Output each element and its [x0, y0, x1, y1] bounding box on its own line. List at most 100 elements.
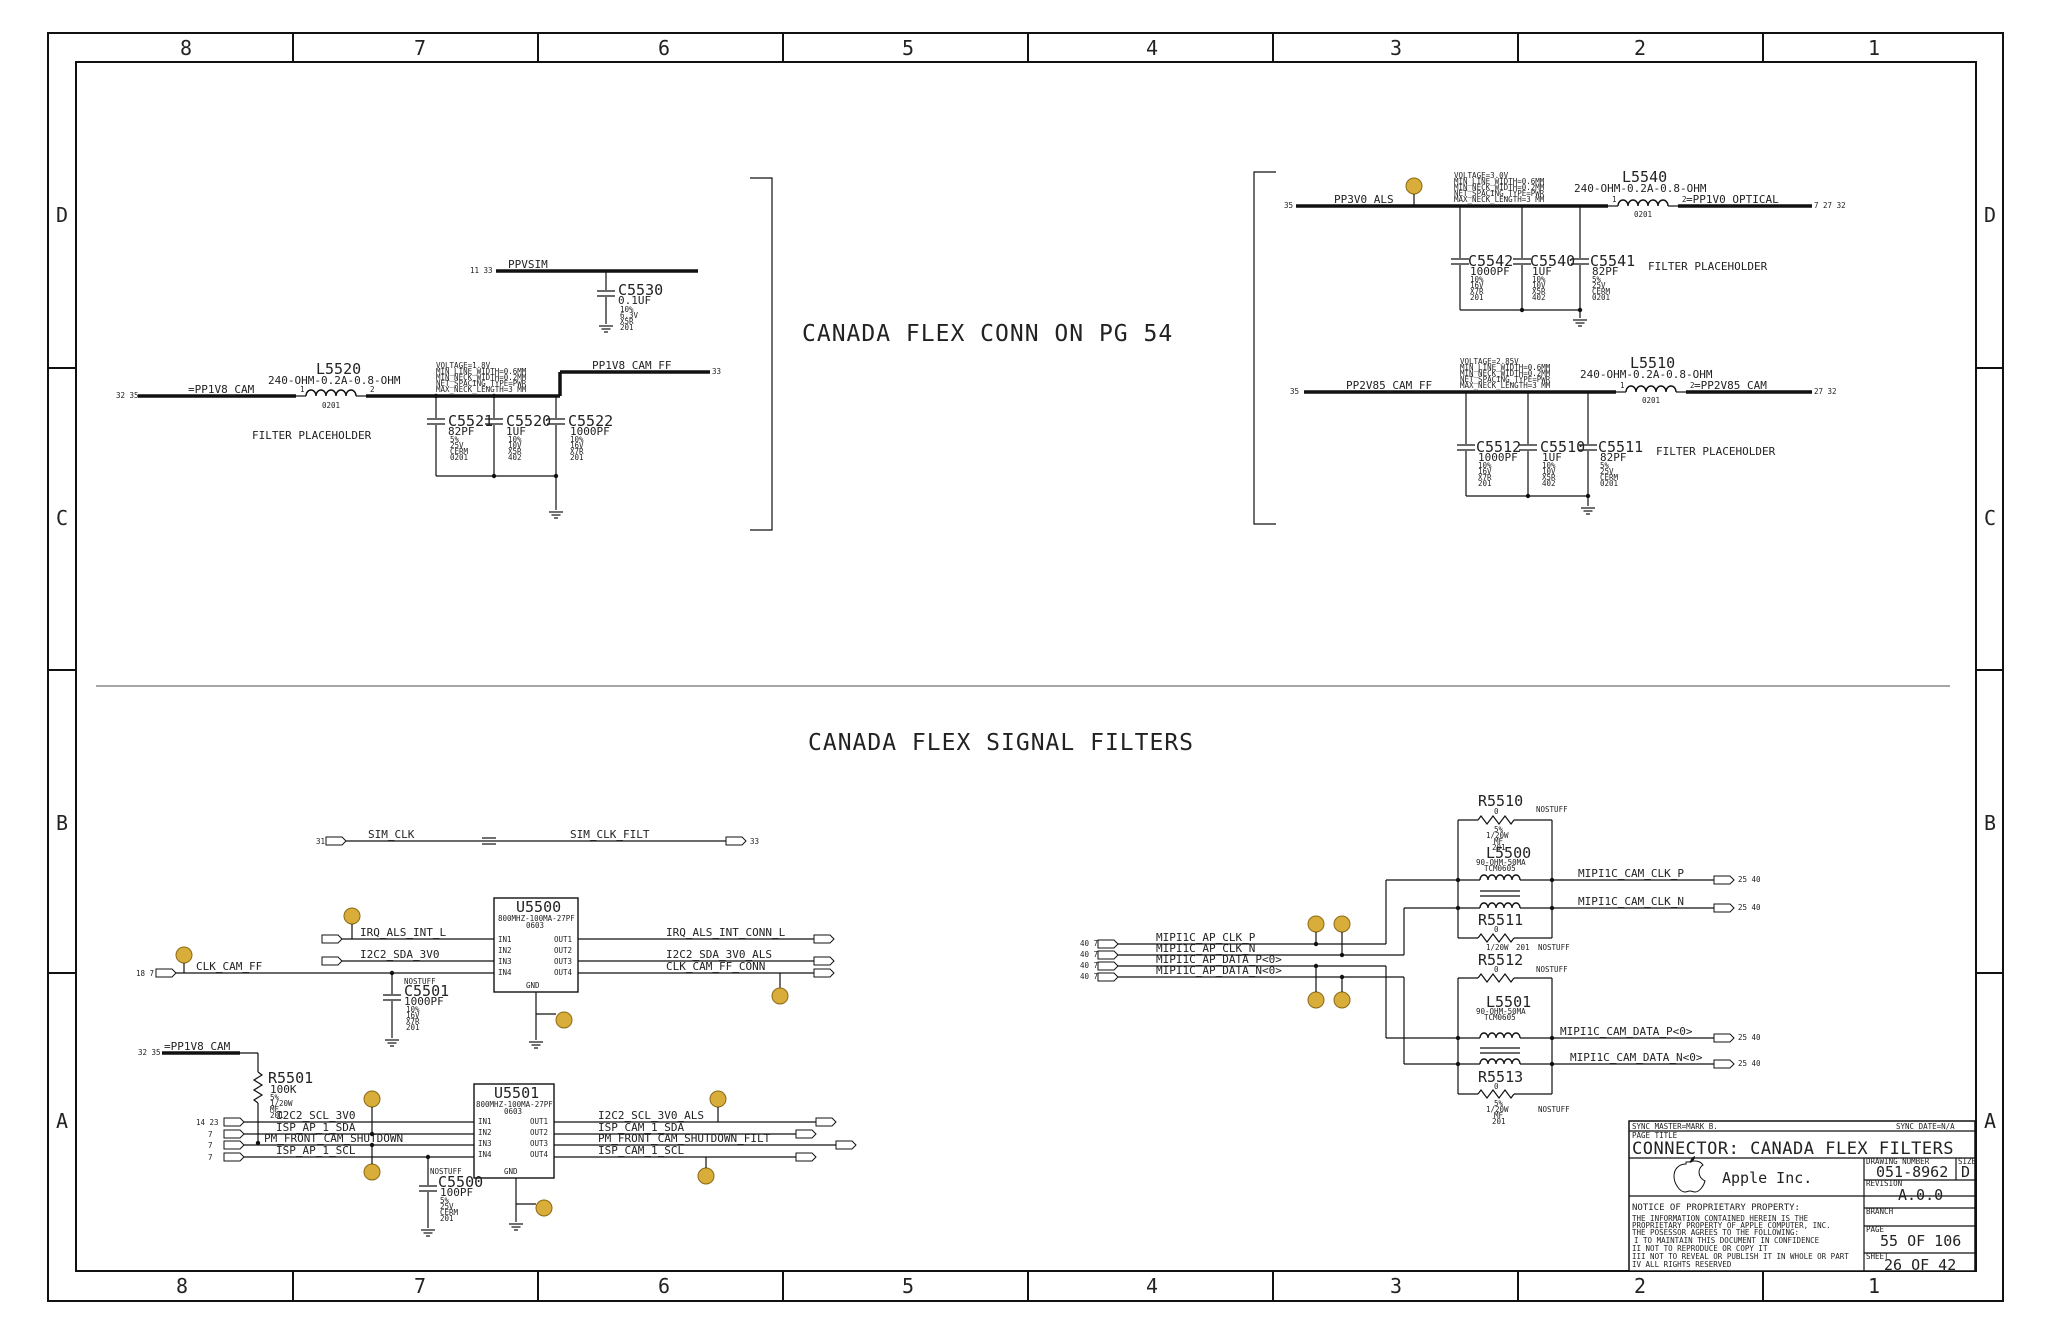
r5513-size: 201 [1492, 1117, 1506, 1126]
net-mipi-ap-clk-n: MIPI1C_AP_CLK_N [1156, 942, 1255, 955]
c5540-tol: 10% [1532, 275, 1546, 284]
l5510-value: 240-OHM-0.2A-0.8-OHM [1580, 368, 1713, 381]
tb-page: 55 OF 106 [1880, 1232, 1961, 1250]
note-min-neck-2v85: MIN_NECK_WIDTH=0.2MM [1460, 369, 1551, 378]
test-point [363, 1163, 381, 1181]
c5520-size: 402 [508, 453, 522, 462]
zone-row-a-left: A [56, 1109, 68, 1133]
c5501-tol: 10% [406, 1005, 420, 1014]
pin-number: 2 [370, 385, 375, 394]
r5513-power: 1/20W [1486, 1105, 1509, 1114]
net-ppvsim: PPVSIM [508, 258, 548, 271]
zone-col-5-top: 5 [902, 36, 914, 60]
ppvsim-filter-group: PPVSIM 11 33 C5530 0.1UF 10% 6.3V X5R 20… [470, 258, 698, 333]
c5500-tol: 5% [440, 1196, 450, 1205]
net-irq-als-int-conn-l: IRQ_ALS_INT_CONN_L [666, 926, 786, 939]
heading-signal-filters: CANADA FLEX SIGNAL FILTERS [808, 730, 1194, 756]
u5500-body [493, 897, 579, 993]
page-ref: 33 [712, 367, 721, 376]
net-sim-clk-filt: SIM_CLK_FILT [570, 828, 650, 841]
zone-col-3-bottom: 3 [1390, 1274, 1402, 1298]
sheet-frame: 8 7 6 5 4 3 2 1 8 7 6 5 4 3 2 1 D C B A … [47, 32, 2004, 1302]
c5542-size: 201 [1470, 293, 1484, 302]
net-clk-cam-ff: CLK_CAM_FF [196, 960, 262, 973]
zone-row-d-left: D [56, 203, 68, 227]
page-ref: 40 7 [1080, 939, 1098, 948]
page-ref: 14 23 [196, 1118, 219, 1127]
r5511-size: 201 [1516, 943, 1530, 952]
net-pp1v8-cam-ff: PP1V8_CAM_FF [592, 359, 671, 372]
c5522-dielectric: X7R [570, 447, 584, 456]
c5541-voltage: 25V [1592, 281, 1606, 290]
c5511-value: 82PF [1600, 451, 1627, 464]
c5542-tol: 10% [1470, 275, 1484, 284]
net-i2c2-scl-3v0-als: I2C2_SCL_3V0_ALS [598, 1109, 704, 1122]
r5511-power: 1/20W [1486, 943, 1509, 952]
c5500-size: 201 [440, 1214, 454, 1223]
c5511-dielectric: CERM [1600, 473, 1619, 482]
u5501-pin-in1: IN1 [478, 1117, 492, 1126]
c5500-dielectric: CERM [440, 1208, 459, 1217]
filter-placeholder-l5510: FILTER PLACEHOLDER [1656, 445, 1776, 458]
zone-row-c-left: C [56, 506, 68, 530]
c5510-voltage: 10V [1542, 467, 1556, 476]
note-net-spacing-1v8: NET_SPACING_TYPE=PWR [436, 379, 527, 388]
zone-col-4-top: 4 [1146, 36, 1158, 60]
u5501-pin-out3: OUT3 [530, 1139, 548, 1148]
note-min-neck-1v8: MIN_NECK_WIDTH=0.2MM [436, 373, 527, 382]
pp1v8-filter-group: =PP1V8_CAM 32 35 1 2 L5520 240-OHM-0.2A-… [116, 359, 721, 519]
net-pp1v8-cam-r5501: =PP1V8_CAM [164, 1040, 231, 1053]
c5501-size: 201 [406, 1023, 420, 1032]
l5501-package: TCM0605 [1484, 1013, 1516, 1022]
r5511-value: 0 [1494, 925, 1499, 934]
c5521-ref: C5521 [448, 412, 493, 430]
u5500-pin-in1: IN1 [498, 935, 512, 944]
test-point [709, 1090, 727, 1108]
net-clk-cam-ff-conn: CLK_CAM_FF_CONN [666, 960, 765, 973]
test-point [343, 907, 361, 925]
u5500-pin-out1: OUT1 [554, 935, 572, 944]
c5542-value: 1000PF [1470, 265, 1510, 278]
c5512-voltage: 16V [1478, 467, 1492, 476]
r5501-tol: 5% [270, 1093, 280, 1102]
net-pp1v0-optical: =PP1V0_OPTICAL [1686, 193, 1779, 206]
test-point [535, 1199, 553, 1217]
page-ref: 35 [1290, 387, 1299, 396]
pin-number: 1 [1620, 381, 1625, 390]
r5501-ref: R5501 [268, 1069, 313, 1087]
tb-sync-master: SYNC_MASTER=MARK_B. [1632, 1122, 1718, 1131]
c5540-dielectric: X5R [1532, 287, 1546, 296]
r5513-type: MF [1494, 1111, 1504, 1120]
page-ref: 25 40 [1738, 875, 1761, 884]
net-pm-front-cam-shutdown-filt: PM_FRONT_CAM_SHUTDOWN_FILT [598, 1132, 771, 1145]
u5500-pin-in4: IN4 [498, 968, 512, 977]
page-ref: 27 32 [1814, 387, 1837, 396]
c5520-ref: C5520 [506, 412, 551, 430]
c5512-size: 201 [1478, 479, 1492, 488]
c5501-nostuff: NOSTUFF [404, 977, 436, 986]
test-point [1333, 991, 1351, 1009]
zone-col-6-top: 6 [658, 36, 670, 60]
heading-flex-conn: CANADA FLEX CONN ON PG 54 [802, 321, 1173, 347]
net-mipi-ap-data-p: MIPI1C_AP_DATA_P<0> [1156, 953, 1282, 966]
u5501-pin-out2: OUT2 [530, 1128, 548, 1137]
l5501-value: 90-OHM-50MA [1476, 1007, 1526, 1016]
r5510-ref: R5510 [1478, 792, 1523, 810]
tb-notice-line: PROPRIETARY PROPERTY OF APPLE COMPUTER, … [1632, 1221, 1831, 1230]
u5500-pin-gnd: GND [526, 981, 540, 990]
u5501-pin-out1: OUT1 [530, 1117, 548, 1126]
net-pp2v85-cam: =PP2V85_CAM [1694, 379, 1767, 392]
tb-company: Apple Inc. [1722, 1169, 1812, 1187]
c5530-size: 201 [620, 323, 634, 332]
c5522-value: 1000PF [570, 425, 610, 438]
page-ref: 33 [750, 837, 759, 846]
l5500-package: TCM0605 [1484, 864, 1516, 873]
sim-clk-group: 31 33 SIM_CLK SIM_CLK_FILT [316, 828, 759, 846]
net-pp3v0-als: PP3V0_ALS [1334, 193, 1394, 206]
tb-notice-line: I TO MAINTAIN THIS DOCUMENT IN CONFIDENC… [1634, 1236, 1820, 1245]
c5512-ref: C5512 [1476, 438, 1521, 456]
net-pm-front-cam-shutdown: PM_FRONT_CAM_SHUTDOWN [264, 1132, 403, 1145]
filter-placeholder-l5540: FILTER PLACEHOLDER [1648, 260, 1768, 273]
zone-col-8-top: 8 [180, 36, 192, 60]
